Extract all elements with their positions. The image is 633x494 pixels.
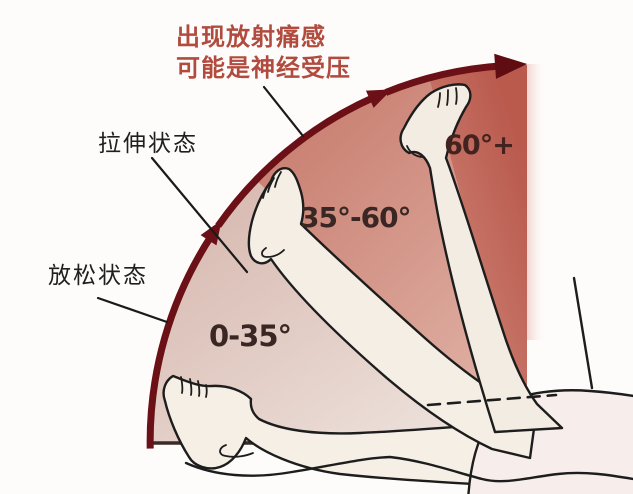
leg-position-60-plus — [399, 83, 564, 434]
leg0-ankle-crease — [219, 444, 254, 458]
leg70-ankle-crease — [406, 145, 424, 158]
figure-body-group — [162, 83, 633, 494]
label-stretch-state: 拉伸状态 — [98, 131, 198, 157]
leg40-toe-lines — [261, 171, 285, 258]
pointer-stretch-to-arc — [150, 156, 249, 274]
pointer-relax-to-arc — [96, 296, 169, 324]
fan-zone-stretch — [256, 78, 527, 442]
fan-edge-halo — [527, 64, 545, 340]
zone-range-label-0-35: 0-35° — [208, 319, 292, 353]
leg0-toe-lines — [180, 376, 254, 458]
pointer-title-to-arc — [262, 85, 305, 138]
angle-sweep-arc — [146, 53, 528, 449]
title-line-1: 出现放射痛感 — [176, 23, 326, 51]
label-relax-state: 放松状态 — [48, 263, 148, 289]
diagram-title: 出现放射痛感 可能是神经受压 — [176, 22, 351, 84]
arc-segment-60-plus — [384, 53, 528, 96]
hip-axis-dashed-line — [426, 393, 558, 407]
zone-range-label-60-plus: 60°+ — [444, 130, 515, 161]
leg-position-35-60 — [247, 167, 538, 460]
label-pointers — [96, 85, 305, 324]
leg70-toe-lines — [406, 87, 458, 158]
bed-line — [184, 455, 633, 483]
arc-segment-35-60 — [215, 89, 392, 228]
zone-range-label-35-60: 35°-60° — [300, 201, 412, 234]
leg40-ankle-crease — [261, 247, 285, 258]
arc-segment-0-35 — [146, 219, 222, 449]
thigh-crease-line — [572, 276, 594, 390]
title-line-2: 可能是神经受压 — [176, 54, 351, 82]
